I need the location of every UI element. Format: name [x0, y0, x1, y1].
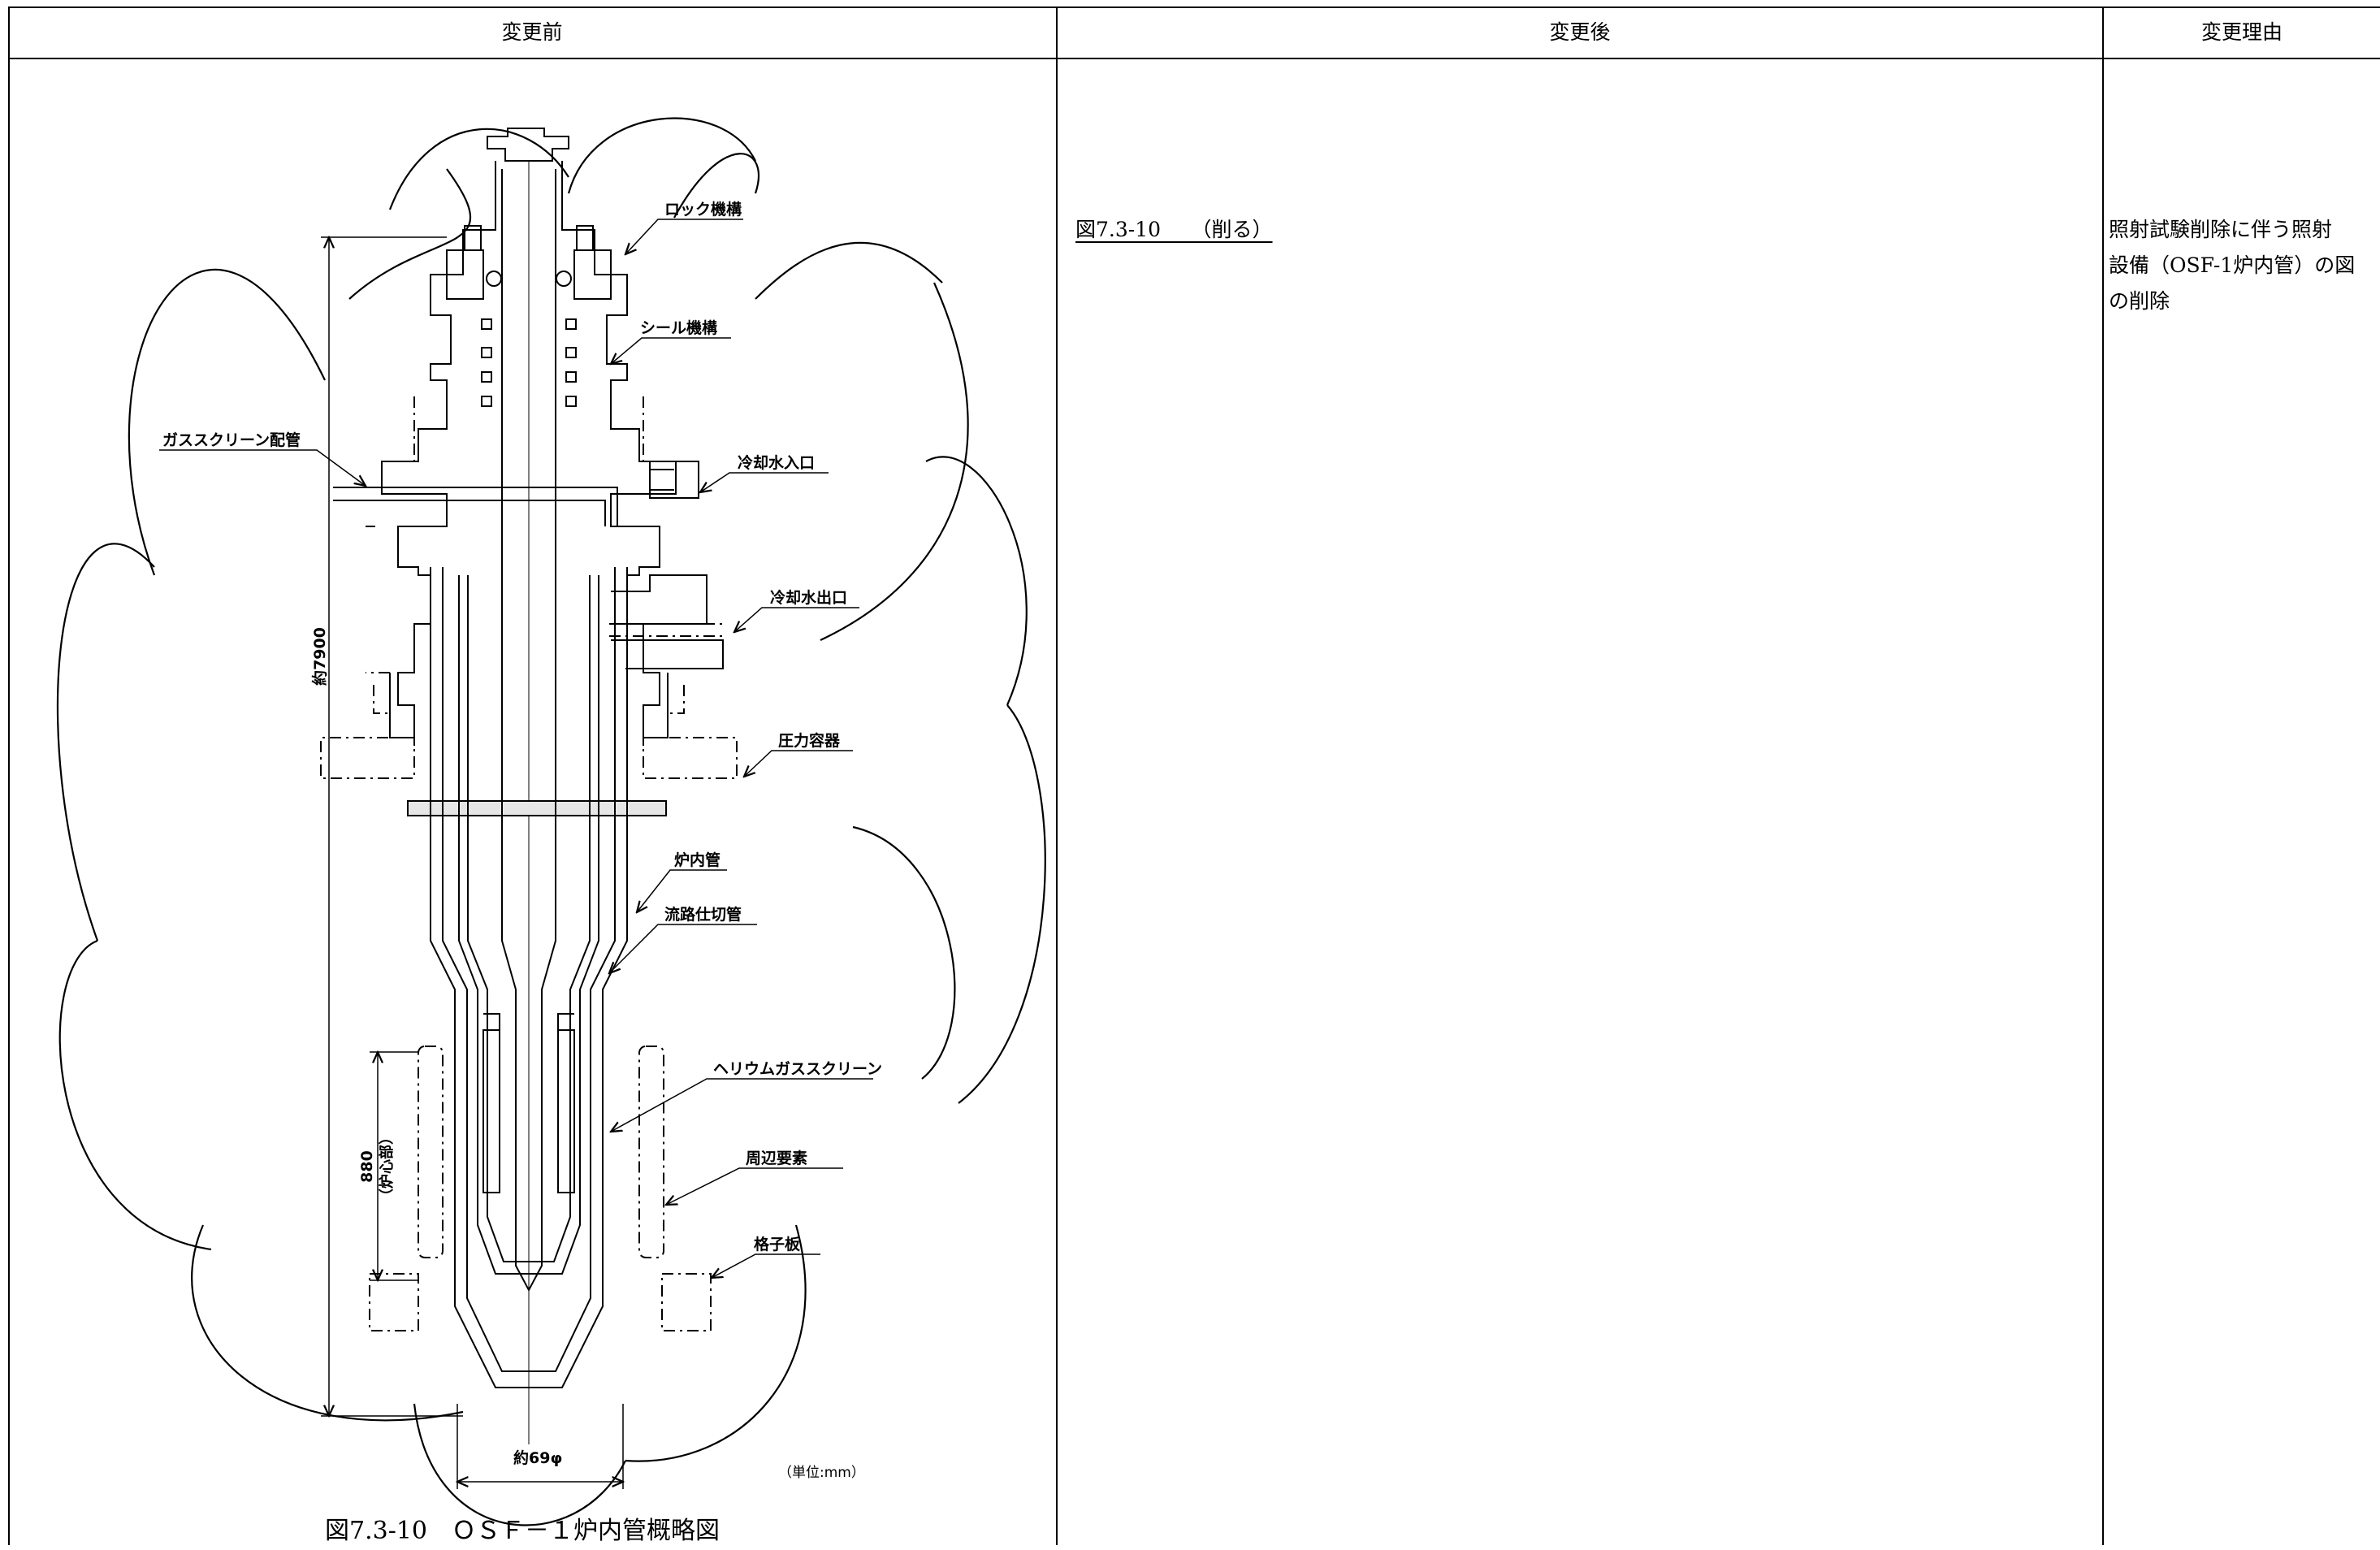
dimension-lines — [321, 237, 623, 1489]
gas-screen-pipe — [333, 487, 618, 526]
revision-cloud — [56, 117, 1046, 1526]
unit-note: （単位:mm） — [778, 1465, 865, 1481]
dimension-core-length: 880 — [358, 1150, 376, 1183]
top-cap — [487, 128, 569, 162]
header-before: 変更前 — [501, 20, 563, 44]
osf1-schematic-drawing: ロック機構 シール機構 ガススクリーン配管 冷却水入口 冷却水出口 圧力容器 炉… — [56, 117, 1046, 1545]
reason-line-3: の削除 — [2109, 289, 2170, 313]
label-coolant-out: 冷却水出口 — [770, 588, 847, 607]
column-divider-2 — [2102, 6, 2104, 1545]
figure-caption: 図7.3‐10 ＯＳＦ－１炉内管概略図 — [325, 1517, 720, 1545]
dimension-height: 約7900 — [310, 627, 329, 686]
label-pressure-vessel: 圧力容器 — [778, 731, 841, 750]
grid-plate — [407, 800, 667, 816]
label-peripheral: 周辺要素 — [746, 1149, 807, 1167]
pressure-vessel-outline — [320, 396, 738, 779]
furnace-tube-assembly — [430, 510, 628, 1388]
header-reason: 変更理由 — [2200, 20, 2283, 44]
leader-lines — [159, 219, 873, 1278]
label-furnace-tube: 炉内管 — [674, 851, 720, 869]
dimension-core-note: （炉心部） — [378, 1130, 396, 1203]
header-bottom-border — [8, 58, 2380, 59]
column-divider-1 — [1056, 6, 1058, 1545]
dimension-diameter: 約69φ — [513, 1448, 562, 1467]
table-left-border — [8, 6, 10, 1545]
label-grid-plate: 格子板 — [754, 1235, 801, 1253]
reason-line-1: 照射試験削除に伴う照射 — [2109, 218, 2333, 241]
label-gas-screen-pipe: ガススクリーン配管 — [162, 431, 301, 449]
table-top-border — [8, 6, 2380, 8]
label-coolant-in: 冷却水入口 — [738, 453, 815, 472]
label-helium-screen: ヘリウムガススクリーン — [713, 1060, 882, 1078]
after-deleted-note: 図7.3-10 （削る） — [1075, 218, 1273, 241]
peripheral-elements — [369, 1046, 712, 1331]
label-seal: シール機構 — [640, 318, 717, 337]
header-after: 変更後 — [1549, 20, 1611, 44]
comparison-table: 変更前 変更後 変更理由 図7.3-10 （削る） 照射試験削除に伴う照射 設備… — [8, 6, 2380, 1550]
reason-line-2: 設備（OSF-1炉内管）の図 — [2109, 253, 2356, 277]
label-lock: ロック機構 — [664, 200, 742, 219]
label-flow-partition: 流路仕切管 — [664, 905, 742, 924]
